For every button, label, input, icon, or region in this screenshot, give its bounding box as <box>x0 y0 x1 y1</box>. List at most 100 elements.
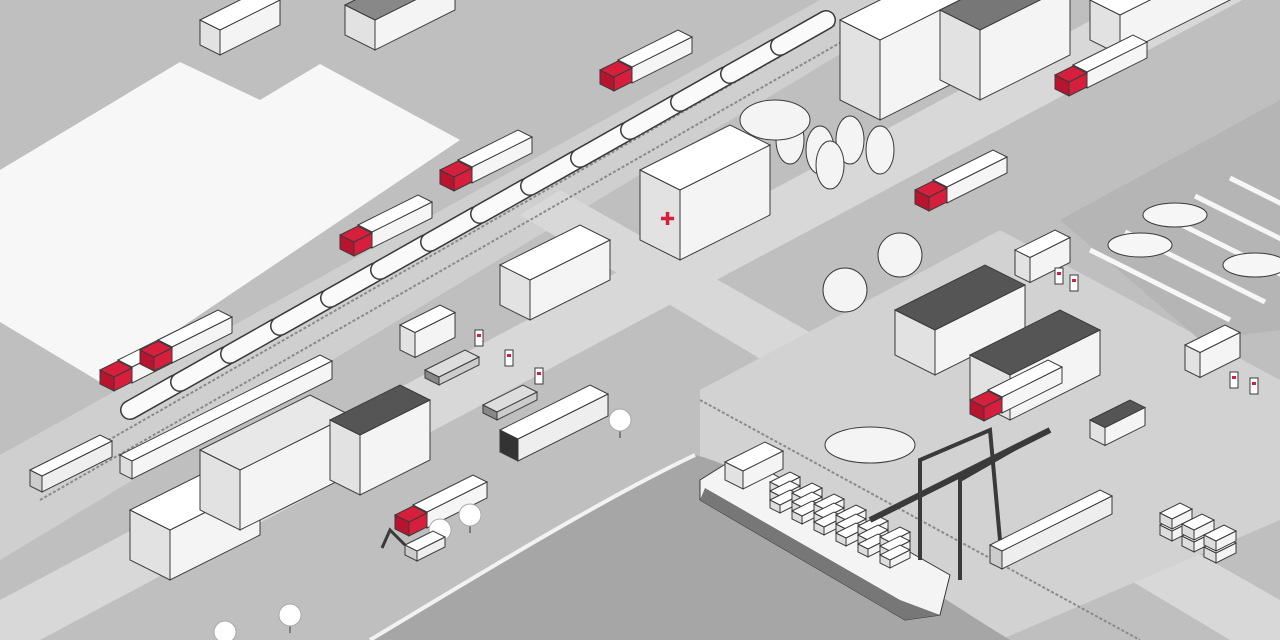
gantry-crane-boom <box>868 427 1052 523</box>
railway-station-annex-roof <box>328 384 432 436</box>
hospital-roof <box>638 124 772 191</box>
truck <box>913 149 1009 212</box>
storage-tank <box>877 232 923 278</box>
tank-car <box>121 375 185 419</box>
truck-cab-roof <box>98 360 134 378</box>
shipping-container <box>878 544 912 569</box>
shipping-container-roof <box>878 526 912 543</box>
shipping-container-roof <box>768 471 802 488</box>
shipping-container-roof <box>834 513 868 530</box>
bus <box>498 384 610 462</box>
shipping-container-roof <box>834 504 868 521</box>
utility-box <box>1013 229 1072 284</box>
storage-tank <box>835 115 865 165</box>
truck-cab-roof <box>1053 65 1089 83</box>
truck-cab-roof <box>913 180 949 198</box>
horizontal-tank <box>739 99 811 141</box>
car <box>481 384 539 421</box>
truck <box>968 359 1064 422</box>
tree <box>608 408 632 432</box>
passenger-train <box>118 354 334 480</box>
ship-bridge <box>723 441 785 490</box>
storage-tank <box>865 125 895 175</box>
truck-cab <box>968 390 1004 422</box>
shipping-container-roof <box>856 524 890 541</box>
factory-solar-roof-front <box>979 0 1071 101</box>
port-locomotive-roof <box>988 489 1114 552</box>
hospital-cross-icon: ✚ <box>660 209 675 230</box>
crate-stack-roof <box>1158 502 1194 520</box>
tree <box>278 603 302 627</box>
warehouse-1-roof <box>893 264 1027 331</box>
railway-station-hall <box>198 394 352 531</box>
charging-station <box>534 367 544 385</box>
tank-car <box>771 11 835 55</box>
truck-trailer-roof <box>411 474 489 513</box>
truck-trailer-roof <box>356 194 434 233</box>
charging-station <box>1229 371 1239 389</box>
truck-cab-roof <box>968 390 1004 408</box>
truck-cab-roof <box>338 225 374 243</box>
charging-indicator <box>507 354 511 357</box>
tree <box>458 503 482 527</box>
factory-solar-roof-roof <box>938 0 1042 31</box>
container <box>1088 399 1147 447</box>
shipping-container-roof <box>878 544 912 561</box>
railway-station-annex <box>328 384 432 496</box>
container-roof <box>1088 399 1147 429</box>
crate-stack <box>1158 502 1194 530</box>
tank-car <box>471 179 535 223</box>
charging-indicator <box>477 334 481 337</box>
tank-car <box>521 151 585 195</box>
shipping-container-roof <box>812 493 846 510</box>
charging-station <box>504 349 514 367</box>
ship-bridge-roof <box>723 441 785 472</box>
truck-trailer-roof <box>986 359 1064 398</box>
fire-station <box>498 224 612 321</box>
warehouse-1 <box>893 264 1027 376</box>
excavator-arm <box>380 527 407 549</box>
truck-cab <box>393 505 429 537</box>
truck-trailer-roof <box>456 129 534 168</box>
solar-shed-front <box>374 0 456 51</box>
tank-car <box>221 319 285 363</box>
crate-stack-roof <box>1180 513 1216 531</box>
shipping-container-roof <box>790 482 824 499</box>
truck-cab-roof <box>393 505 429 523</box>
storage-tank <box>815 140 845 190</box>
excavator-roof <box>403 530 447 552</box>
kiosk <box>198 0 282 56</box>
tank-car <box>621 95 685 139</box>
charging-indicator <box>537 372 541 375</box>
shipping-container-roof <box>812 502 846 519</box>
truck-cab <box>338 225 374 257</box>
crate-stack <box>1202 524 1238 552</box>
pier <box>1088 247 1232 323</box>
tank-car <box>571 123 635 167</box>
car-roof <box>481 384 539 413</box>
tank-car <box>671 67 735 111</box>
warehouse-top-right-roof <box>1088 0 1152 16</box>
bus-roof <box>498 384 610 440</box>
utility-box-3 <box>398 304 457 359</box>
solar-shed <box>343 0 456 51</box>
gantry-crane-leg <box>918 427 1002 560</box>
truck-cab-roof <box>138 340 174 358</box>
truck-cab <box>1053 65 1089 97</box>
crate-stack-roof <box>1202 524 1238 542</box>
utility-box-roof <box>1013 229 1072 259</box>
boat <box>1142 202 1208 228</box>
truck <box>338 194 434 257</box>
tank-car <box>721 39 785 83</box>
locomotive <box>28 434 114 493</box>
charging-indicator <box>1072 279 1076 282</box>
charging-station <box>1054 267 1064 285</box>
utility-box-2-roof <box>1183 324 1242 354</box>
boat <box>1107 232 1173 258</box>
tank-car <box>371 235 435 279</box>
tank-car <box>271 291 335 335</box>
solar-shed-roof <box>343 0 417 21</box>
rail-track <box>39 39 846 501</box>
charging-indicator <box>1252 382 1256 385</box>
